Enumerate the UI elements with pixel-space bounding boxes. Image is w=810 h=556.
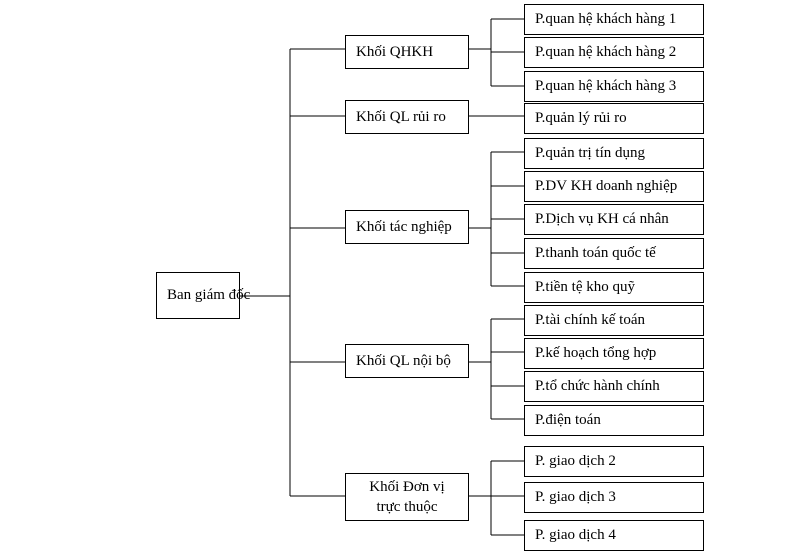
root-label: Ban giám đốc xyxy=(167,287,251,303)
department-box: P.điện toán xyxy=(524,405,704,436)
department-label: P.tổ chức hành chính xyxy=(535,378,660,394)
department-label: P.tiền tệ kho quỹ xyxy=(535,279,635,295)
block-label: Khối QL rủi ro xyxy=(356,108,446,125)
department-box: P.quan hệ khách hàng 3 xyxy=(524,71,704,102)
department-box: P.quan hệ khách hàng 1 xyxy=(524,4,704,35)
department-box: P.quản trị tín dụng xyxy=(524,138,704,169)
department-box: P.thanh toán quốc tế xyxy=(524,238,704,269)
block-don-vi-truc-thuoc: Khối Đơn vị trực thuộc xyxy=(345,473,469,521)
department-label: P.thanh toán quốc tế xyxy=(535,245,656,261)
department-label: P.quản lý rủi ro xyxy=(535,110,627,126)
department-label: P.quản trị tín dụng xyxy=(535,145,646,161)
department-label: P.quan hệ khách hàng 3 xyxy=(535,78,677,94)
department-box: P.kế hoạch tổng hợp xyxy=(524,338,704,369)
block-ql-noi-bo: Khối QL nội bộ xyxy=(345,344,469,378)
block-qhkh: Khối QHKH xyxy=(345,35,469,69)
department-box: P.quan hệ khách hàng 2 xyxy=(524,37,704,68)
root-box: Ban giám đốc xyxy=(156,272,250,319)
block-label: Khối tác nghiệp xyxy=(356,218,452,235)
department-box: P.tiền tệ kho quỹ xyxy=(524,272,704,303)
department-box: P.DV KH doanh nghiệp xyxy=(524,171,704,202)
department-label: P. giao dịch 2 xyxy=(535,453,616,469)
department-label: P. giao dịch 4 xyxy=(535,527,616,543)
department-label: P.tài chính kế toán xyxy=(535,312,645,328)
department-box: P. giao dịch 2 xyxy=(524,446,704,477)
department-label: P.điện toán xyxy=(535,412,601,428)
department-label: P.quan hệ khách hàng 2 xyxy=(535,44,677,60)
department-box: P.quản lý rủi ro xyxy=(524,103,704,134)
block-label: Khối Đơn vị trực thuộc xyxy=(369,479,445,515)
department-box: P.tổ chức hành chính xyxy=(524,371,704,402)
department-box: P. giao dịch 4 xyxy=(524,520,704,551)
block-label: Khối QL nội bộ xyxy=(356,352,451,369)
block-label: Khối QHKH xyxy=(356,43,434,60)
department-label: P.quan hệ khách hàng 1 xyxy=(535,11,677,27)
department-label: P.DV KH doanh nghiệp xyxy=(535,178,678,194)
block-tac-nghiep: Khối tác nghiệp xyxy=(345,210,469,244)
department-box: P.tài chính kế toán xyxy=(524,305,704,336)
department-label: P. giao dịch 3 xyxy=(535,489,616,505)
department-label: P.kế hoạch tổng hợp xyxy=(535,345,657,361)
department-label: P.Dịch vụ KH cá nhân xyxy=(535,211,669,227)
department-box: P. giao dịch 3 xyxy=(524,482,704,513)
department-box: P.Dịch vụ KH cá nhân xyxy=(524,204,704,235)
block-ql-rui-ro: Khối QL rủi ro xyxy=(345,100,469,134)
